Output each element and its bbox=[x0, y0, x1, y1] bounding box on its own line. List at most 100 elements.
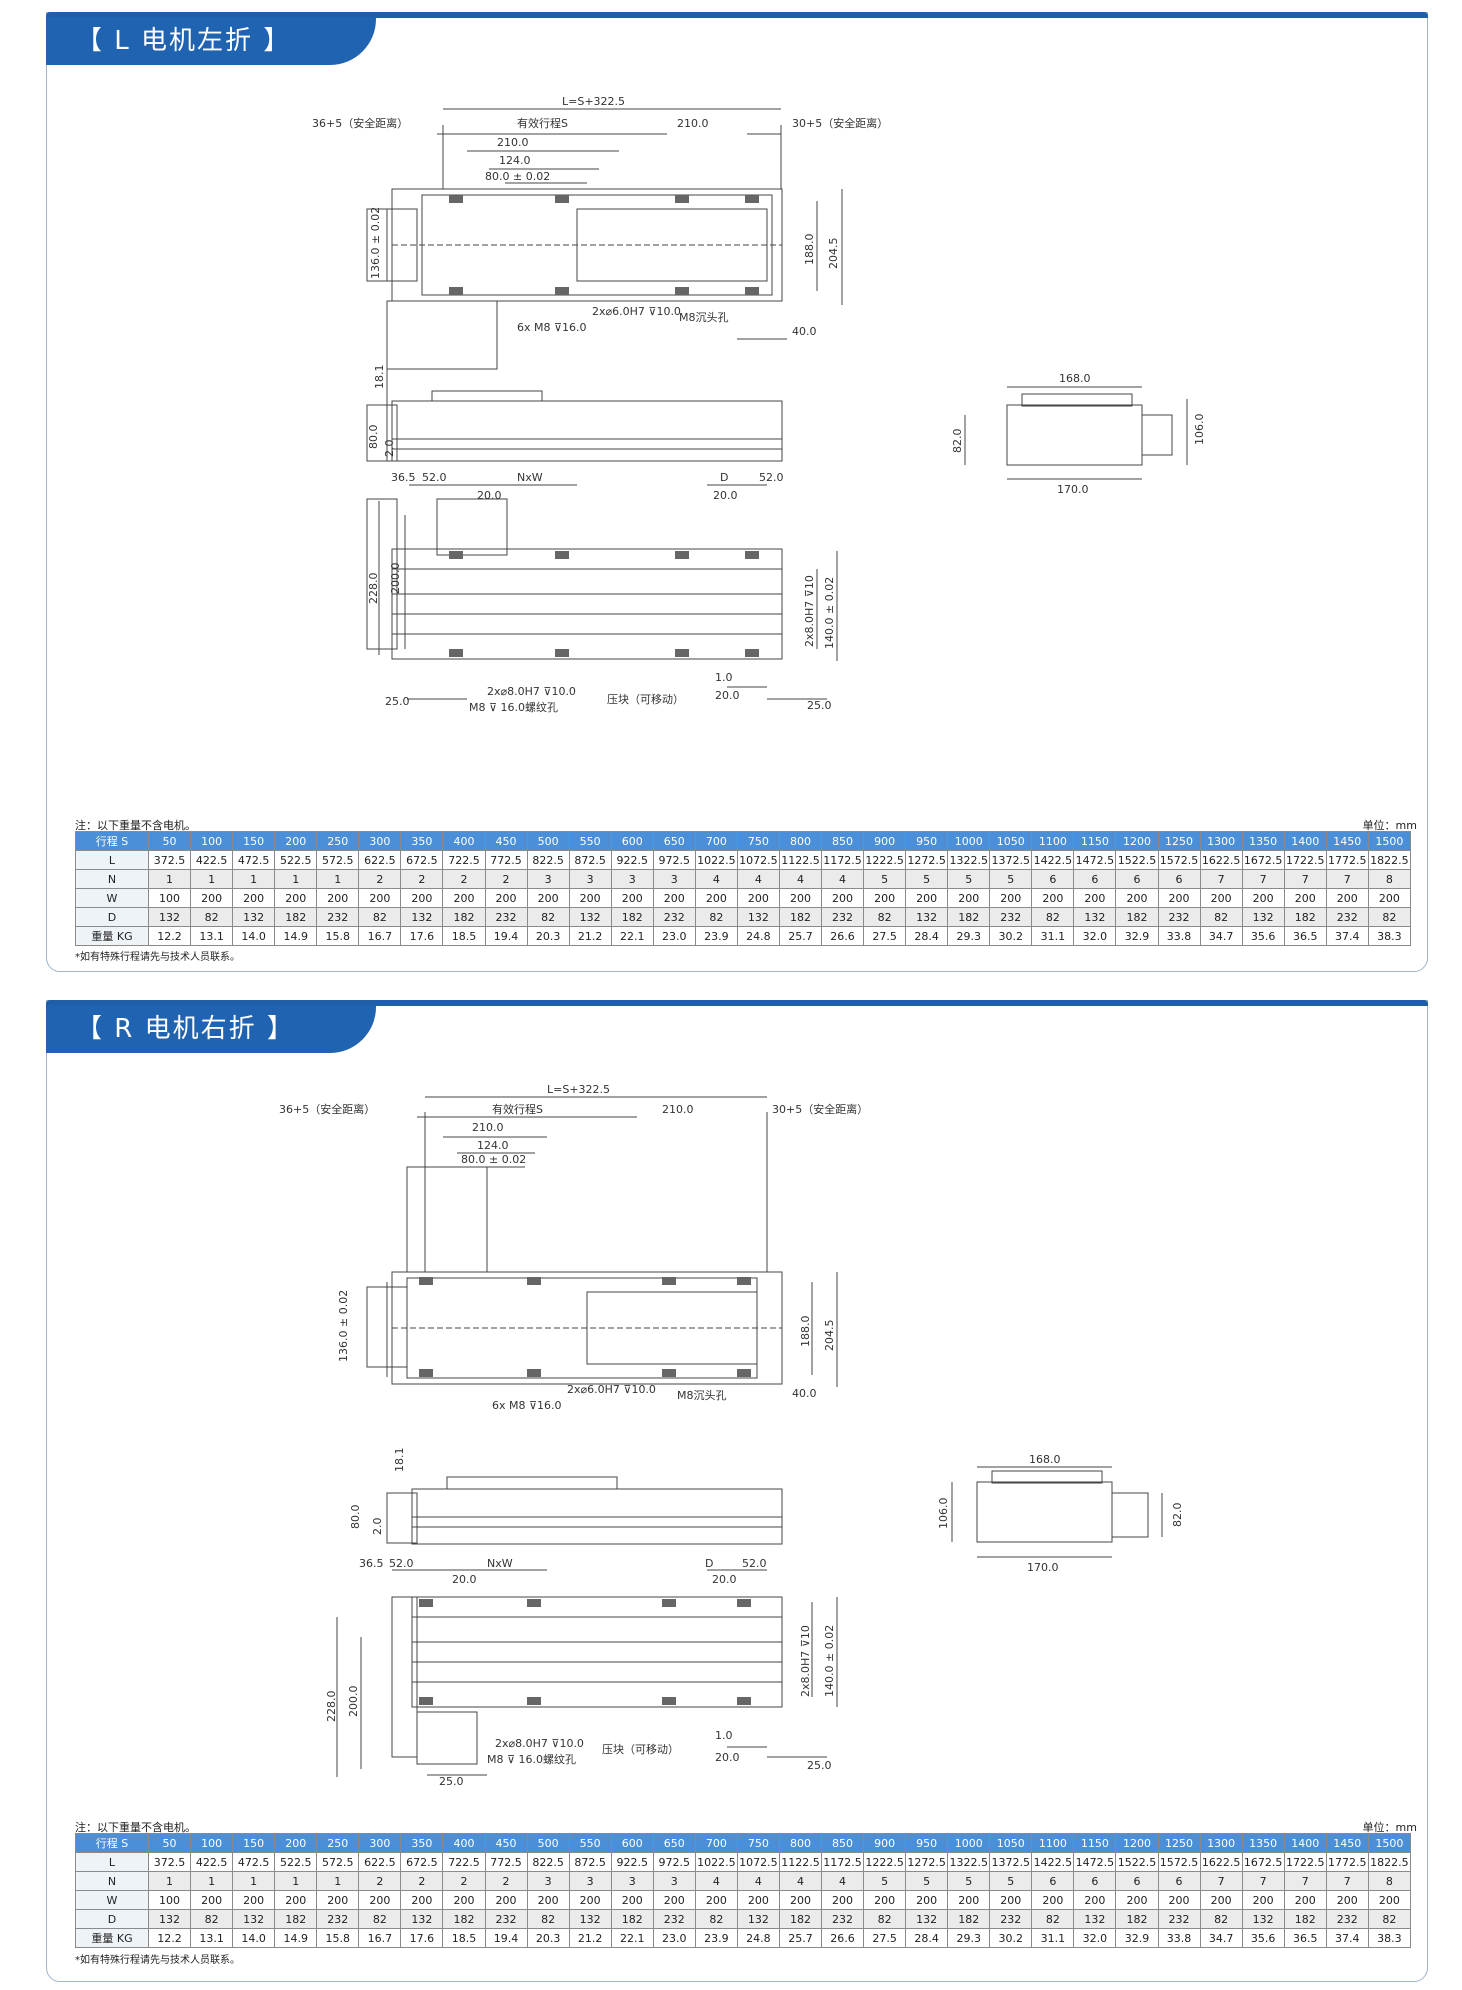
table-cell: 850 bbox=[820, 831, 865, 851]
table-cell: 132 bbox=[147, 1909, 192, 1929]
table-cell: 30.2 bbox=[989, 1928, 1033, 1948]
table-cell: 200 bbox=[610, 888, 654, 908]
table-cell: 26.6 bbox=[820, 926, 865, 946]
table-cell: 200 bbox=[442, 1890, 486, 1910]
table-cell: 1 bbox=[232, 1871, 276, 1891]
table-cell: 772.5 bbox=[484, 1852, 528, 1872]
table-cell: 1222.5 bbox=[863, 1852, 907, 1872]
table-cell: 1250 bbox=[1157, 1833, 1201, 1853]
row-label: W bbox=[75, 888, 149, 908]
table-cell: 4 bbox=[694, 1871, 738, 1891]
table-cell: 200 bbox=[1367, 1890, 1412, 1910]
dim-18: 18.1 bbox=[393, 1448, 406, 1473]
dim-1: 1.0 bbox=[715, 1729, 733, 1742]
dim-d: D bbox=[720, 471, 728, 484]
table-cell: 4 bbox=[820, 869, 865, 889]
table-cell: 200 bbox=[989, 1890, 1033, 1910]
table-cell: 13.1 bbox=[190, 1928, 234, 1948]
table-cell: 2 bbox=[400, 1871, 444, 1891]
table-cell: 200 bbox=[1073, 1890, 1117, 1910]
table-cell: 200 bbox=[358, 1890, 402, 1910]
table-cell: 5 bbox=[863, 1871, 907, 1891]
dim-pin-side: 2x8.0H7 ⊽10 bbox=[803, 575, 816, 647]
table-cell: 82 bbox=[1031, 1909, 1075, 1929]
table-cell: 31.1 bbox=[1031, 1928, 1075, 1948]
table-cell: 200 bbox=[820, 1890, 865, 1910]
table-cell: 200 bbox=[694, 1890, 738, 1910]
table-cell: 27.5 bbox=[863, 1928, 907, 1948]
table-cell: 34.7 bbox=[1199, 926, 1243, 946]
dim-52r: 52.0 bbox=[742, 1557, 767, 1570]
table-cell: 1772.5 bbox=[1325, 850, 1369, 870]
table-cell: 37.4 bbox=[1325, 1928, 1369, 1948]
table-cell: 700 bbox=[694, 831, 738, 851]
table-cell: 27.5 bbox=[863, 926, 907, 946]
table-cell: 200 bbox=[778, 888, 823, 908]
table-cell: 872.5 bbox=[568, 1852, 612, 1872]
table-cell: 38.3 bbox=[1367, 926, 1412, 946]
table-cell: 350 bbox=[400, 831, 444, 851]
section-r-drawing: L=S+322.5 36+5（安全距离） 有效行程S 210.0 30+5（安全… bbox=[279, 1083, 1184, 1788]
table-cell: 182 bbox=[947, 1909, 991, 1929]
dim-136: 136.0 ± 0.02 bbox=[369, 207, 382, 279]
table-cell: 1272.5 bbox=[905, 1852, 949, 1872]
dim-nxw: NxW bbox=[517, 471, 543, 484]
table-cell: 20.3 bbox=[526, 1928, 570, 1948]
table-cell: 82 bbox=[526, 907, 570, 927]
table-cell: 182 bbox=[442, 907, 486, 927]
table-cell: 200 bbox=[863, 1890, 907, 1910]
table-cell: 1350 bbox=[1241, 831, 1285, 851]
table-cell: 232 bbox=[820, 1909, 865, 1929]
table-cell: 722.5 bbox=[442, 850, 486, 870]
table-cell: 1 bbox=[316, 869, 360, 889]
dim-m8-6x: 6x M8 ⊽16.0 bbox=[517, 321, 587, 334]
table-cell: 772.5 bbox=[484, 850, 528, 870]
table-cell: 1472.5 bbox=[1073, 1852, 1117, 1872]
unit-label: 单位：mm bbox=[1362, 819, 1417, 832]
dim-20a: 20.0 bbox=[477, 489, 502, 502]
table-cell: 2 bbox=[484, 1871, 528, 1891]
dim-20c: 20.0 bbox=[715, 689, 740, 702]
table-cell: 200 bbox=[947, 888, 991, 908]
table-cell: 1122.5 bbox=[778, 1852, 823, 1872]
table-cell: 150 bbox=[232, 831, 276, 851]
table-cell: 800 bbox=[778, 1833, 823, 1853]
table-cell: 3 bbox=[610, 1871, 654, 1891]
dim-18: 18.1 bbox=[373, 365, 386, 390]
table-cell: 200 bbox=[947, 1890, 991, 1910]
table-cell: 200 bbox=[484, 1890, 528, 1910]
table-cell: 200 bbox=[1367, 888, 1412, 908]
table-cell: 25.7 bbox=[778, 1928, 823, 1948]
dim-228: 228.0 bbox=[325, 1691, 338, 1723]
dim-136: 136.0 ± 0.02 bbox=[337, 1290, 350, 1362]
table-cell: 22.1 bbox=[610, 1928, 654, 1948]
table-cell: 182 bbox=[274, 907, 318, 927]
table-cell: 200 bbox=[400, 888, 444, 908]
dim-36: 36.5 bbox=[359, 1557, 384, 1570]
table-cell: 232 bbox=[989, 1909, 1033, 1929]
table-cell: 132 bbox=[1073, 907, 1117, 927]
table-cell: 13.1 bbox=[190, 926, 234, 946]
table-cell: 232 bbox=[652, 907, 696, 927]
table-cell: 4 bbox=[736, 1871, 780, 1891]
dim-204: 204.5 bbox=[827, 238, 840, 270]
table-cell: 1300 bbox=[1199, 1833, 1243, 1853]
dim-safe-left: 36+5（安全距离） bbox=[279, 1102, 375, 1116]
table-cell: 1822.5 bbox=[1367, 850, 1412, 870]
table-cell: 12.2 bbox=[147, 1928, 192, 1948]
table-cell: 25.7 bbox=[778, 926, 823, 946]
table-cell: 3 bbox=[526, 1871, 570, 1891]
table-cell: 922.5 bbox=[610, 850, 654, 870]
dim-170: 170.0 bbox=[1027, 1561, 1059, 1574]
table-cell: 35.6 bbox=[1241, 926, 1285, 946]
table-cell: 200 bbox=[358, 888, 402, 908]
table-cell: 82 bbox=[526, 1909, 570, 1929]
table-cell: 3 bbox=[610, 869, 654, 889]
table-cell: 232 bbox=[1325, 1909, 1369, 1929]
table-cell: 2 bbox=[358, 869, 402, 889]
dim-d: D bbox=[705, 1557, 713, 1570]
row-label: 行程 S bbox=[75, 1833, 149, 1853]
dim-210-left: 210.0 bbox=[472, 1121, 504, 1134]
